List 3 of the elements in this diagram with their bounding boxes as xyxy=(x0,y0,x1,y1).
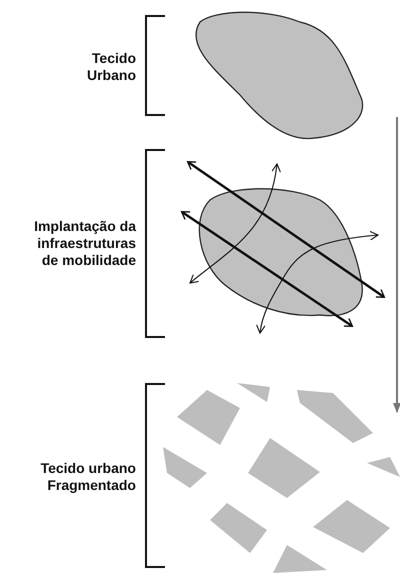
stage-label: Tecido urbano Fragmentado xyxy=(40,460,136,494)
stage-label: Implantação da infraestruturas de mobilidade xyxy=(33,218,136,269)
stage-label: Tecido Urbano xyxy=(86,50,136,84)
